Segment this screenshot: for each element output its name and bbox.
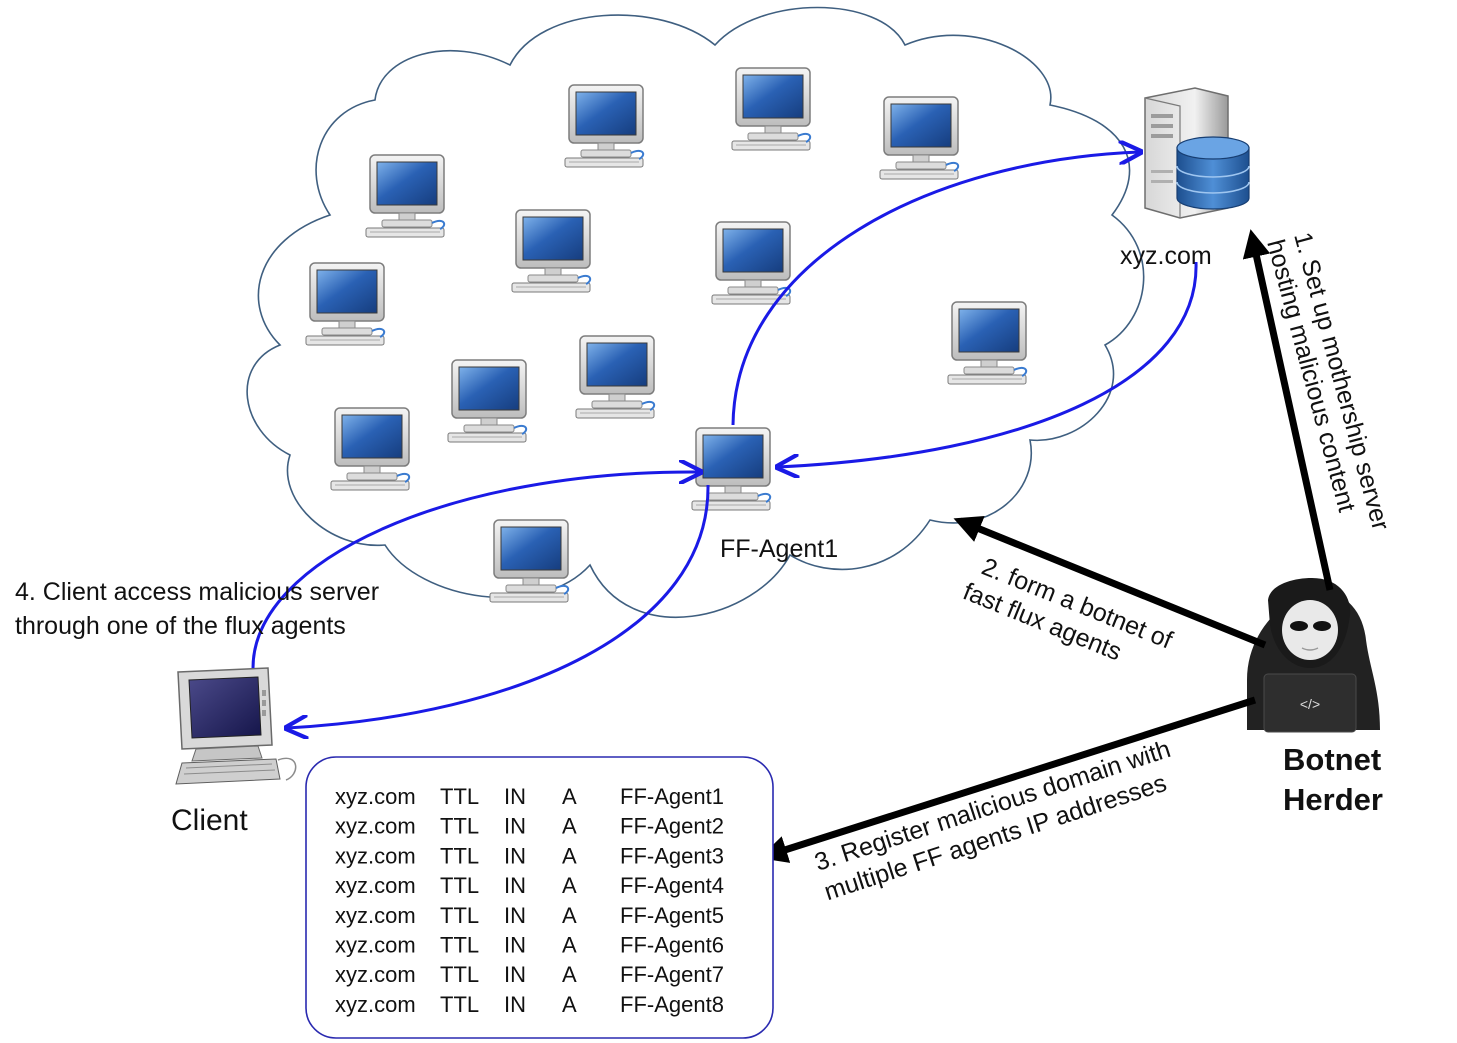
herder-label-line2: Herder — [1283, 782, 1383, 817]
step2-label: 2. form a botnet of fast flux agents — [959, 553, 1176, 667]
desktop-computer-icon — [447, 359, 528, 443]
dns-type: A — [562, 903, 577, 928]
dns-domain: xyz.com — [335, 814, 416, 839]
dns-domain: xyz.com — [335, 903, 416, 928]
arrow-step2 — [953, 515, 1267, 649]
dns-class: IN — [504, 814, 526, 839]
dns-record-row: xyz.com TTL IN A FF-Agent8 — [335, 992, 724, 1017]
client-label: Client — [171, 804, 248, 837]
desktop-computer-icon — [305, 262, 386, 346]
agent-computers — [305, 67, 1028, 603]
dns-class: IN — [504, 784, 526, 809]
dns-record-row: xyz.com TTL IN A FF-Agent1 — [335, 784, 724, 809]
dns-type: A — [562, 814, 577, 839]
ff-agent1-computer-icon — [691, 427, 772, 511]
dns-ttl: TTL — [440, 962, 479, 987]
hacker-icon: </> — [1247, 578, 1380, 733]
dns-type: A — [562, 992, 577, 1017]
server-database-icon — [1144, 87, 1250, 219]
dns-record-row: xyz.com TTL IN A FF-Agent5 — [335, 903, 724, 928]
dns-agent: FF-Agent5 — [620, 903, 724, 928]
dns-agent: FF-Agent7 — [620, 962, 724, 987]
desktop-computer-icon — [330, 407, 411, 491]
dns-record-row: xyz.com TTL IN A FF-Agent2 — [335, 814, 724, 839]
dns-type: A — [562, 873, 577, 898]
client-computer-icon — [175, 667, 297, 785]
dns-ttl: TTL — [440, 843, 479, 868]
dns-agent: FF-Agent1 — [620, 784, 724, 809]
dns-domain: xyz.com — [335, 784, 416, 809]
step4-line2: through one of the flux agents — [15, 612, 346, 640]
agent-label: FF-Agent1 — [720, 535, 838, 563]
desktop-computer-icon — [947, 301, 1028, 385]
blue-flow-arrows — [251, 152, 1198, 728]
dns-domain: xyz.com — [335, 992, 416, 1017]
arrow-agent-to-client — [287, 484, 710, 728]
dns-domain: xyz.com — [335, 873, 416, 898]
dns-class: IN — [504, 843, 526, 868]
dns-class: IN — [504, 873, 526, 898]
desktop-computer-icon — [564, 84, 645, 168]
dns-class: IN — [504, 933, 526, 958]
dns-agent: FF-Agent2 — [620, 814, 724, 839]
desktop-computer-icon — [489, 519, 570, 603]
dns-agent: FF-Agent6 — [620, 933, 724, 958]
dns-ttl: TTL — [440, 873, 479, 898]
dns-ttl: TTL — [440, 814, 479, 839]
desktop-computer-icon — [711, 221, 792, 305]
dns-type: A — [562, 962, 577, 987]
dns-record-row: xyz.com TTL IN A FF-Agent4 — [335, 873, 724, 898]
dns-class: IN — [504, 903, 526, 928]
dns-ttl: TTL — [440, 903, 479, 928]
dns-records-box — [305, 756, 774, 1039]
step1-label: 1. Set up mothership server hosting mali… — [1261, 229, 1395, 533]
dns-class: IN — [504, 992, 526, 1017]
dns-record-row: xyz.com TTL IN A FF-Agent3 — [335, 843, 724, 868]
server-label: xyz.com — [1120, 242, 1212, 270]
dns-agent: FF-Agent3 — [620, 843, 724, 868]
arrow-client-to-agent — [251, 472, 700, 669]
dns-ttl: TTL — [440, 784, 479, 809]
dns-type: A — [562, 784, 577, 809]
dns-domain: xyz.com — [335, 843, 416, 868]
arrow-step3 — [759, 696, 1257, 863]
arrow-server-to-agent — [778, 261, 1198, 467]
desktop-computer-icon — [511, 209, 592, 293]
arrow-agent-to-server — [731, 152, 1140, 426]
dns-domain: xyz.com — [335, 933, 416, 958]
laptop-code-label: </> — [1300, 696, 1320, 712]
dns-agent: FF-Agent4 — [620, 873, 724, 898]
dns-type: A — [562, 933, 577, 958]
dns-record-row: xyz.com TTL IN A FF-Agent7 — [335, 962, 724, 987]
botnet-cloud — [246, 6, 1145, 619]
desktop-computer-icon — [575, 335, 656, 419]
desktop-computer-icon — [731, 67, 812, 151]
desktop-computer-icon — [365, 154, 446, 238]
dns-class: IN — [504, 962, 526, 987]
dns-domain: xyz.com — [335, 962, 416, 987]
dns-ttl: TTL — [440, 933, 479, 958]
desktop-computer-icon — [879, 96, 960, 180]
black-step-arrows — [759, 229, 1334, 863]
dns-record-row: xyz.com TTL IN A FF-Agent6 — [335, 933, 724, 958]
dns-type: A — [562, 843, 577, 868]
arrow-step1 — [1242, 229, 1334, 591]
step4-line1: 4. Client access malicious server — [15, 578, 379, 606]
herder-label-line1: Botnet — [1283, 742, 1381, 777]
dns-ttl: TTL — [440, 992, 479, 1017]
dns-agent: FF-Agent8 — [620, 992, 724, 1017]
